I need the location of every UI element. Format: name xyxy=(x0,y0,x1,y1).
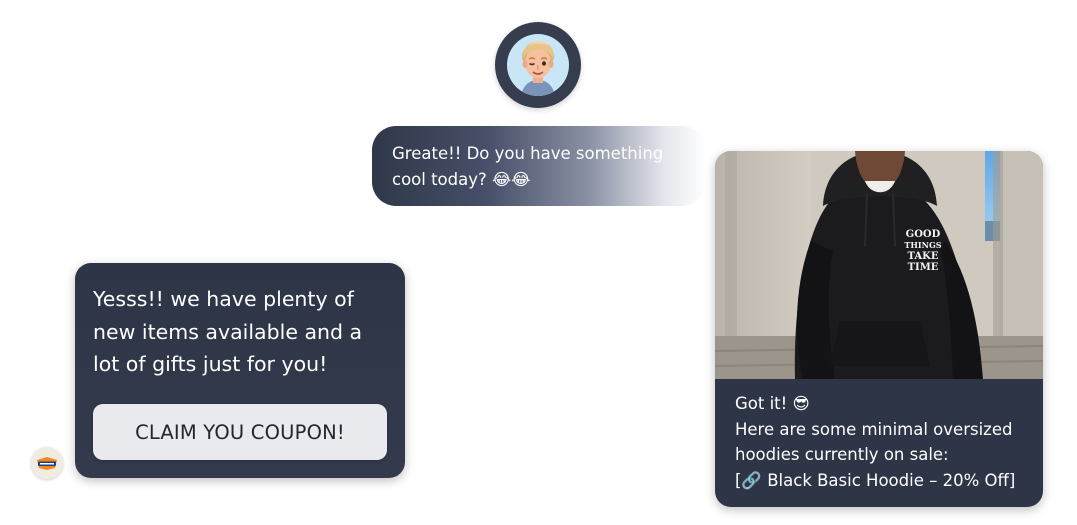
user-message-bubble: Greate!! Do you have something cool toda… xyxy=(372,126,706,206)
brand-logo-icon xyxy=(31,447,63,479)
product-reply-line: Here are some minimal oversized xyxy=(735,419,1013,439)
user-message-line: cool today? 😂😂 xyxy=(392,170,531,189)
user-avatar xyxy=(495,22,581,108)
bot-message-line: Yesss!! we have plenty of xyxy=(93,287,354,311)
product-reply-line: Got it! 😎 xyxy=(735,394,810,413)
user-message-line: Greate!! Do you have something xyxy=(392,144,664,163)
bot-message-bubble: Yesss!! we have plenty of new items avai… xyxy=(75,263,405,478)
claim-coupon-button[interactable]: CLAIM YOU COUPON! xyxy=(93,404,387,460)
hoodie-print-word: THINGS xyxy=(904,240,942,250)
hoodie-print-word: GOOD xyxy=(905,229,941,240)
bot-message-line: lot of gifts just for you! xyxy=(93,352,328,376)
memoji-avatar-icon xyxy=(507,34,569,96)
hoodie-print-text: GOOD THINGS TAKE TIME xyxy=(901,229,945,273)
bot-message-text: Yesss!! we have plenty of new items avai… xyxy=(93,283,383,381)
bot-message-line: new items available and a xyxy=(93,319,363,344)
product-card[interactable]: GOOD THINGS TAKE TIME Got it! 😎 Here are… xyxy=(715,151,1043,507)
product-reply-text: Got it! 😎 Here are some minimal oversize… xyxy=(735,391,1030,493)
product-reply-line: hoodies currently on sale: xyxy=(735,445,949,464)
hoodie-print-word: TAKE xyxy=(907,251,939,262)
hoodie-product-image[interactable]: GOOD THINGS TAKE TIME xyxy=(715,151,1043,379)
product-link[interactable]: [🔗 Black Basic Hoodie – 20% Off] xyxy=(735,470,1016,490)
hoodie-print-word: TIME xyxy=(907,262,939,273)
